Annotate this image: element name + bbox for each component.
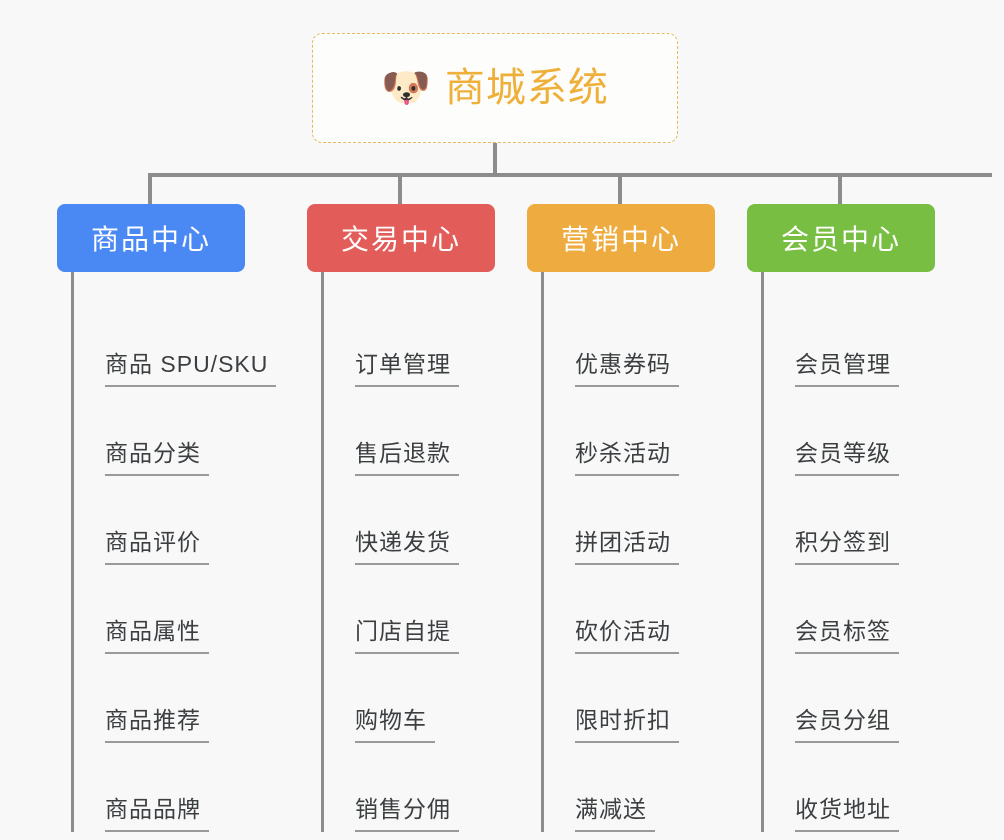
leaf-label: 会员分组 — [795, 707, 899, 743]
leaf-label: 满减送 — [575, 796, 655, 832]
leaf-label: 商品 SPU/SKU — [105, 351, 277, 387]
branch-marketing-center: 营销中心 优惠券码 秒杀活动 拼团活动 砍价活动 限时折扣 满减送 — [527, 204, 749, 832]
leaf-label: 销售分佣 — [355, 796, 459, 832]
list-item[interactable]: 快递发货 — [321, 476, 529, 565]
leaf-label: 订单管理 — [355, 351, 459, 387]
leaf-label: 购物车 — [355, 707, 435, 743]
leaf-list-member-center: 会员管理 会员等级 积分签到 会员标签 会员分组 收货地址 — [747, 272, 969, 832]
leaf-label: 会员标签 — [795, 618, 899, 654]
list-item[interactable]: 会员标签 — [761, 565, 969, 654]
list-item[interactable]: 购物车 — [321, 654, 529, 743]
list-item[interactable]: 秒杀活动 — [541, 387, 749, 476]
root-node-shopping-mall-system[interactable]: 🐶 商城系统 — [312, 33, 678, 143]
leaf-label: 拼团活动 — [575, 529, 679, 565]
list-item[interactable]: 优惠券码 — [541, 298, 749, 387]
branch-header-label: 交易中心 — [340, 224, 461, 255]
branch-header-label: 商品中心 — [90, 224, 211, 255]
branch-product-center: 商品中心 商品 SPU/SKU 商品分类 商品评价 商品属性 商品推荐 商品品牌 — [57, 204, 287, 832]
list-item[interactable]: 订单管理 — [321, 298, 529, 387]
branch-trade-center: 交易中心 订单管理 售后退款 快递发货 门店自提 购物车 销售分佣 — [307, 204, 529, 832]
leaf-label: 砍价活动 — [575, 618, 679, 654]
leaf-label: 商品属性 — [105, 618, 209, 654]
list-item[interactable]: 商品分类 — [71, 387, 287, 476]
connector-drop-member-center — [838, 173, 842, 204]
leaf-label: 收货地址 — [795, 796, 899, 832]
list-item[interactable]: 售后退款 — [321, 387, 529, 476]
connector-spine-marketing-center — [541, 272, 544, 832]
leaf-label: 积分签到 — [795, 529, 899, 565]
leaf-label: 限时折扣 — [575, 707, 679, 743]
list-item[interactable]: 商品 SPU/SKU — [71, 298, 287, 387]
list-item[interactable]: 会员管理 — [761, 298, 969, 387]
list-item[interactable]: 门店自提 — [321, 565, 529, 654]
list-item[interactable]: 商品评价 — [71, 476, 287, 565]
list-item[interactable]: 积分签到 — [761, 476, 969, 565]
list-item[interactable]: 拼团活动 — [541, 476, 749, 565]
connector-horizontal-bus — [148, 173, 992, 177]
list-item[interactable]: 限时折扣 — [541, 654, 749, 743]
branch-header-label: 营销中心 — [560, 224, 681, 255]
connector-drop-trade-center — [398, 173, 402, 204]
list-item[interactable]: 满减送 — [541, 743, 749, 832]
leaf-label: 商品推荐 — [105, 707, 209, 743]
dog-face-icon: 🐶 — [381, 66, 431, 110]
branch-header-member-center[interactable]: 会员中心 — [747, 204, 935, 272]
leaf-list-trade-center: 订单管理 售后退款 快递发货 门店自提 购物车 销售分佣 — [307, 272, 529, 832]
list-item[interactable]: 收货地址 — [761, 743, 969, 832]
connector-drop-product-center — [148, 173, 152, 204]
leaf-list-marketing-center: 优惠券码 秒杀活动 拼团活动 砍价活动 限时折扣 满减送 — [527, 272, 749, 832]
list-item[interactable]: 商品推荐 — [71, 654, 287, 743]
leaf-label: 会员管理 — [795, 351, 899, 387]
branch-member-center: 会员中心 会员管理 会员等级 积分签到 会员标签 会员分组 收货地址 — [747, 204, 969, 832]
connector-spine-product-center — [71, 272, 74, 832]
leaf-label: 商品分类 — [105, 440, 209, 476]
branch-header-trade-center[interactable]: 交易中心 — [307, 204, 495, 272]
leaf-label: 会员等级 — [795, 440, 899, 476]
leaf-label: 售后退款 — [355, 440, 459, 476]
branch-header-label: 会员中心 — [780, 224, 901, 255]
list-item[interactable]: 会员分组 — [761, 654, 969, 743]
leaf-label: 商品评价 — [105, 529, 209, 565]
connector-drop-marketing-center — [618, 173, 622, 204]
leaf-label: 门店自提 — [355, 618, 459, 654]
leaf-label: 秒杀活动 — [575, 440, 679, 476]
leaf-label: 优惠券码 — [575, 351, 679, 387]
branch-header-marketing-center[interactable]: 营销中心 — [527, 204, 715, 272]
connector-spine-member-center — [761, 272, 764, 832]
leaf-label: 商品品牌 — [105, 796, 209, 832]
list-item[interactable]: 商品属性 — [71, 565, 287, 654]
list-item[interactable]: 会员等级 — [761, 387, 969, 476]
branch-header-product-center[interactable]: 商品中心 — [57, 204, 245, 272]
leaf-label: 快递发货 — [355, 529, 459, 565]
list-item[interactable]: 砍价活动 — [541, 565, 749, 654]
connector-spine-trade-center — [321, 272, 324, 832]
list-item[interactable]: 销售分佣 — [321, 743, 529, 832]
list-item[interactable]: 商品品牌 — [71, 743, 287, 832]
root-node-title: 商城系统 — [444, 66, 609, 110]
connector-root-stem — [493, 143, 497, 175]
leaf-list-product-center: 商品 SPU/SKU 商品分类 商品评价 商品属性 商品推荐 商品品牌 — [57, 272, 287, 832]
